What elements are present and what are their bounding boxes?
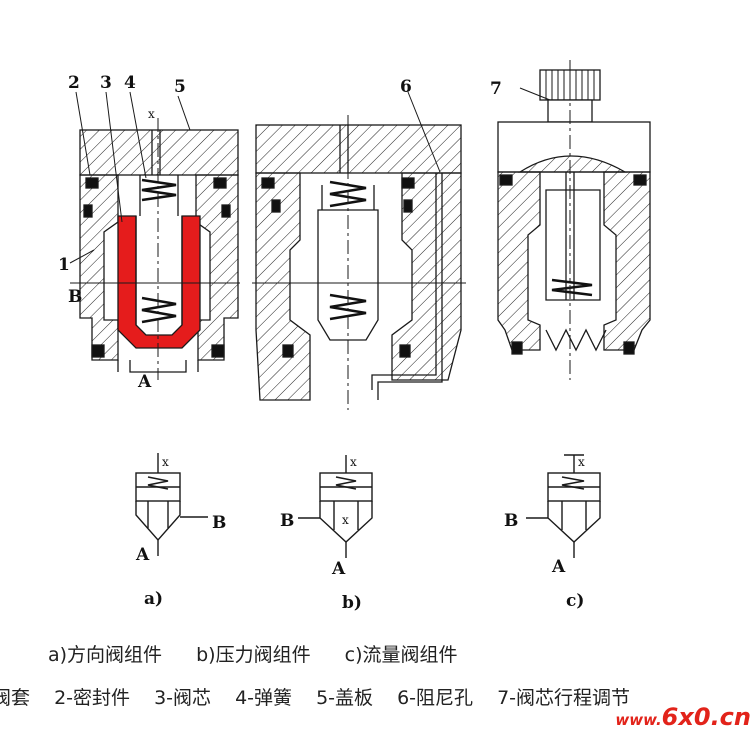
subfigure-label-c: c) (566, 591, 584, 611)
parts-legend: 阀套 2-密封件 3-阀芯 4-弹簧 5-盖板 6-阻尼孔 7-阀芯行程调节 (0, 683, 755, 710)
legend-item: 阀套 (0, 687, 31, 709)
part-number-label: 6 (400, 77, 412, 97)
symbol-c (526, 454, 601, 558)
legend-item: 4-弹簧 (235, 687, 293, 709)
part-number-label: 7 (490, 79, 502, 99)
watermark-prefix: www. (615, 711, 662, 729)
assembly-a-direction-valve (69, 91, 240, 380)
valve-body-left (497, 171, 541, 351)
part-number-label: 4 (124, 73, 136, 93)
valve-spool-highlight (117, 215, 201, 349)
valve-body-right (603, 171, 651, 351)
valve-body-left (255, 172, 311, 401)
symbol-port-x: x (162, 455, 169, 469)
seal (221, 204, 231, 218)
subfigure-label-a: a) (144, 589, 163, 609)
legend-item: 5-盖板 (316, 687, 374, 709)
assembly-b-pressure-valve (252, 91, 466, 410)
subfigure-label-b: b) (342, 593, 362, 613)
part-number-label: 1 (58, 255, 70, 275)
legend-item: 3-阀芯 (154, 687, 212, 709)
legend-item: 2-密封件 (54, 687, 131, 709)
cover-plate (255, 124, 462, 174)
symbol-port-b: B (504, 511, 518, 531)
caption-row: a)方向阀组件 b)压力阀组件 c)流量阀组件 (48, 640, 748, 667)
spring (141, 178, 177, 202)
symbol-port-b: B (280, 511, 294, 531)
caption-flow-valve: c)流量阀组件 (344, 644, 458, 666)
symbol-port-x: x (350, 455, 357, 469)
caption-pressure-valve: b)压力阀组件 (196, 644, 311, 666)
assembly-c-flow-valve (497, 60, 651, 380)
part-number-label: 5 (174, 77, 186, 97)
symbol-a (135, 453, 208, 556)
spring (141, 296, 177, 324)
watermark-suffix: .cn (710, 703, 751, 731)
watermark-brand: 6x0 (661, 703, 711, 731)
seal (91, 344, 105, 358)
port-a-label: A (137, 372, 152, 392)
cover-plate (79, 129, 239, 176)
part-number-label: 3 (100, 73, 112, 93)
symbol-port-x: x (578, 455, 585, 469)
symbol-port-a: A (135, 545, 150, 565)
symbol-port-a: A (551, 557, 566, 577)
symbol-port-b: B (212, 513, 226, 533)
symbol-b (298, 455, 373, 558)
port-x-label: x (148, 107, 155, 121)
seal (85, 177, 99, 189)
valve-body-left (79, 174, 119, 361)
caption-direction-valve: a)方向阀组件 (48, 644, 163, 666)
seal (213, 177, 227, 189)
seal (83, 204, 93, 218)
legend-item: 7-阀芯行程调节 (497, 687, 631, 709)
port-b-label: B (68, 287, 82, 307)
valve-body-right (391, 172, 462, 381)
watermark: www.6x0.cn (615, 703, 751, 731)
valve-body-right (195, 174, 239, 361)
seal (211, 344, 225, 358)
part-number-label: 2 (68, 73, 80, 93)
symbol-port-a: A (331, 559, 346, 579)
symbol-orifice-mark: x (342, 513, 349, 527)
legend-item: 6-阻尼孔 (397, 687, 474, 709)
